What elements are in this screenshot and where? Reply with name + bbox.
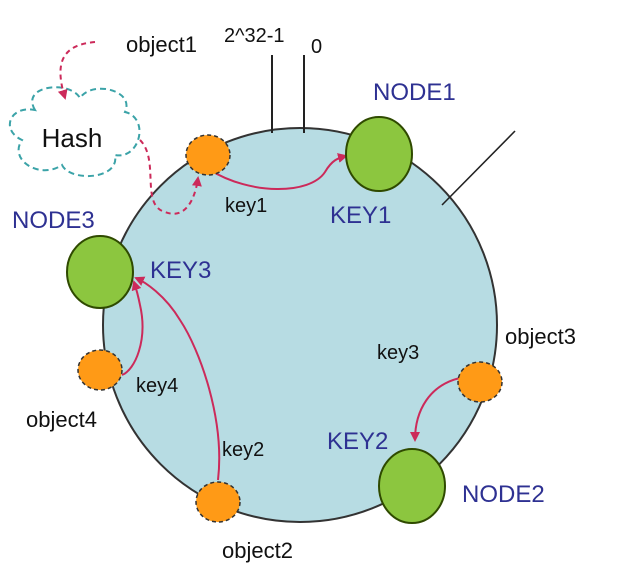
ring-tick-line-right	[441, 130, 516, 206]
object3-label: object3	[505, 324, 576, 349]
max-hash-label: 2^32-1	[224, 25, 285, 47]
zero-label: 0	[311, 36, 322, 58]
node1-name-label: NODE1	[373, 79, 456, 106]
key3-to-node2-arrow	[410, 377, 461, 442]
node1-key-label: KEY1	[330, 202, 391, 229]
hash-to-key1-arrow	[139, 139, 202, 215]
node3-name-label: NODE3	[12, 207, 95, 234]
key1-to-node1-arrow	[209, 153, 348, 190]
key3-label: key3	[377, 342, 419, 364]
key2-label: key2	[222, 439, 264, 461]
object1-key-circle	[185, 134, 231, 176]
node3-circle	[66, 235, 134, 309]
key1-label: key1	[225, 195, 267, 217]
node2-key-label: KEY2	[327, 428, 388, 455]
key4-label: key4	[136, 375, 178, 397]
node1-circle	[345, 116, 413, 192]
hash-ring	[102, 127, 498, 523]
key2-to-node3-arrow	[134, 276, 221, 481]
object2-key-circle	[195, 481, 241, 523]
key4-to-node3-arrow	[121, 280, 144, 376]
object4-label: object4	[26, 407, 97, 432]
hash-cloud	[9, 86, 141, 178]
node2-circle	[378, 448, 446, 524]
hash-label: Hash	[42, 123, 103, 153]
object1-label: object1	[126, 32, 197, 57]
object1-to-hash-arrow	[57, 41, 96, 100]
node3-key-label: KEY3	[150, 257, 211, 284]
node2-name-label: NODE2	[462, 481, 545, 508]
object2-label: object2	[222, 538, 293, 563]
object3-key-circle	[457, 361, 503, 403]
object4-key-circle	[77, 349, 123, 391]
